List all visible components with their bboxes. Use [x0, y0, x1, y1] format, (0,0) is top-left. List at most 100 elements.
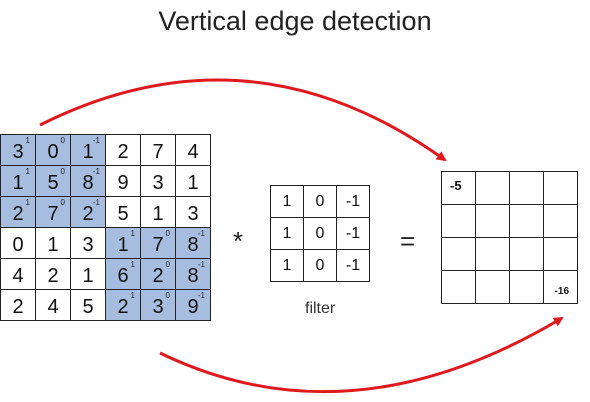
filter-cell: -1 — [336, 249, 370, 282]
input-cell-value: 3 — [152, 171, 164, 194]
output-matrix: -5 -16 — [441, 171, 578, 304]
input-cell-value: 1 — [82, 140, 94, 163]
kernel-weight-label: 0 — [165, 291, 170, 300]
kernel-weight-label: 0 — [165, 260, 170, 269]
kernel-weight-label: 1 — [130, 229, 135, 238]
input-cell: 0 — [0, 227, 36, 259]
kernel-weight-label: 0 — [60, 167, 65, 176]
input-cell-value: 2 — [117, 295, 129, 318]
input-cell-value: 8 — [82, 171, 94, 194]
kernel-weight-label: 0 — [60, 198, 65, 207]
output-cell — [475, 171, 510, 205]
output-row — [441, 237, 578, 271]
input-cell-value: 2 — [152, 264, 164, 287]
bottom-arrow — [159, 316, 564, 394]
convolution-operator: * — [233, 226, 244, 256]
input-cell-value: 0 — [47, 140, 59, 163]
input-cell: 5 — [105, 196, 141, 228]
filter-label: filter — [305, 300, 336, 317]
input-cell-value: 8 — [187, 264, 199, 287]
input-cell-value: 9 — [187, 295, 199, 318]
input-cell-value: 2 — [12, 202, 24, 225]
kernel-weight-label: 1 — [130, 291, 135, 300]
filter-cell: 0 — [303, 185, 337, 218]
input-cell: 2 — [0, 289, 36, 321]
output-cell — [509, 237, 544, 271]
input-cell-value: 1 — [187, 171, 199, 194]
input-cell-value: 1 — [117, 233, 129, 256]
kernel-weight-label: -1 — [197, 291, 205, 300]
diagram-title: Vertical edge detection — [158, 6, 432, 36]
input-cell-value: 1 — [82, 264, 94, 287]
kernel-weight-label: -1 — [92, 167, 100, 176]
input-cell: 1 — [175, 165, 211, 197]
input-cell-value: 1 — [12, 171, 24, 194]
output-cell — [441, 204, 476, 238]
input-cell-value: 8 — [187, 233, 199, 256]
kernel-weight-label: -1 — [197, 229, 205, 238]
input-cell-value: 1 — [152, 202, 164, 225]
input-cell: 4 — [175, 134, 211, 166]
input-cell-value: 2 — [117, 140, 129, 163]
kernel-weight-label: 0 — [60, 136, 65, 145]
output-row: -5 — [441, 171, 578, 205]
kernel-weight-label: -1 — [197, 260, 205, 269]
input-cell-value: 3 — [187, 202, 199, 225]
kernel-weight-label: 1 — [25, 167, 30, 176]
input-cell-value: 6 — [117, 264, 129, 287]
filter-cell: -1 — [336, 185, 370, 218]
input-cell-value: 5 — [82, 295, 94, 318]
equals-operator: = — [400, 226, 416, 256]
filter-cell: 1 — [270, 185, 304, 218]
output-cell — [475, 270, 510, 304]
kernel-weight-label: 1 — [25, 136, 30, 145]
output-cell — [475, 237, 510, 271]
input-cell: 2 — [35, 258, 71, 290]
input-cell-value: 4 — [12, 264, 24, 287]
filter-cell: 1 — [270, 217, 304, 250]
top-arrow — [39, 78, 447, 162]
input-cell: 5 — [70, 289, 106, 321]
input-cell-value: 7 — [47, 202, 59, 225]
input-cell-value: 7 — [152, 140, 164, 163]
input-cell-value: 4 — [47, 295, 59, 318]
input-cell-value: 2 — [12, 295, 24, 318]
output-value-top-left: -5 — [450, 178, 462, 193]
input-cell: 9-1 — [175, 289, 211, 321]
input-cell-value: 3 — [152, 295, 164, 318]
output-cell — [509, 270, 544, 304]
filter-cell: 1 — [270, 249, 304, 282]
input-cell-value: 2 — [82, 202, 94, 225]
kernel-weight-label: 0 — [165, 229, 170, 238]
input-cell: 3 — [175, 196, 211, 228]
input-cell-value: 5 — [117, 202, 129, 225]
output-row: -16 — [441, 270, 578, 304]
input-cell: 8-1 — [175, 258, 211, 290]
input-cell-value: 3 — [12, 140, 24, 163]
input-cell-value: 9 — [117, 171, 129, 194]
output-cell: -16 — [543, 270, 578, 304]
kernel-weight-label: -1 — [92, 136, 100, 145]
input-cell: 8-1 — [70, 165, 106, 197]
input-cell: 8-1 — [175, 227, 211, 259]
input-cell-value: 7 — [152, 233, 164, 256]
